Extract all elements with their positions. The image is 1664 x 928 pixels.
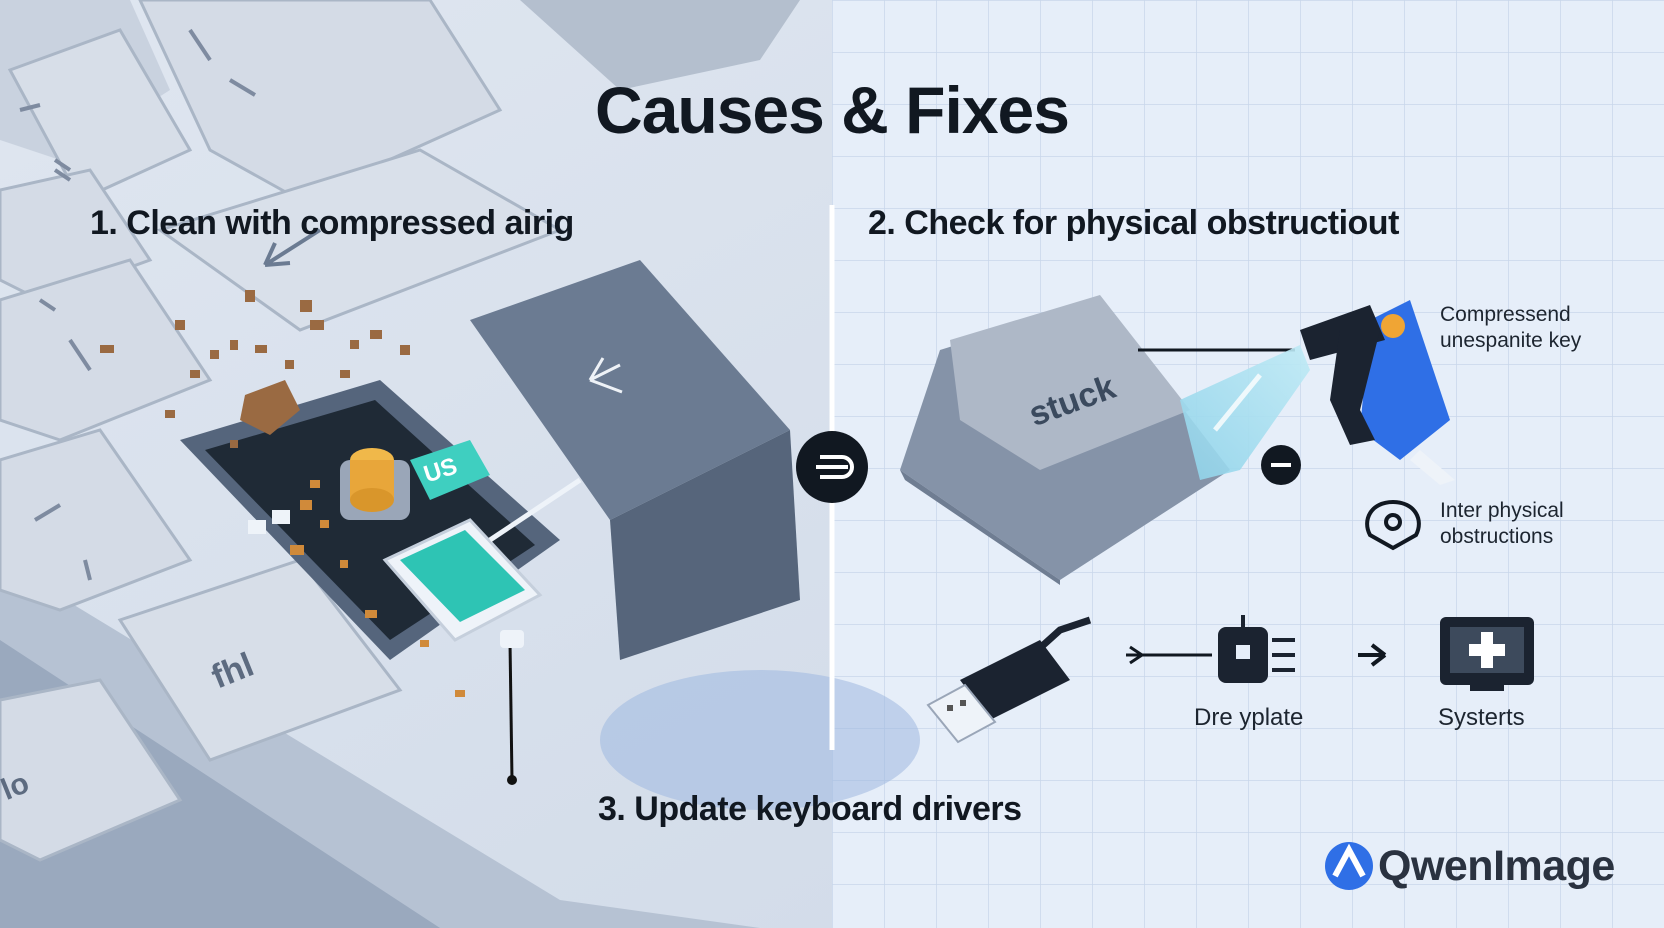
step-3-heading: 3. Update keyboard drivers [598, 790, 1022, 828]
compressed-air-can-icon [1180, 300, 1455, 485]
flow-arrow-2-icon [1358, 643, 1387, 667]
step-1-heading: 1. Clean with compressed airig [90, 204, 574, 242]
brand-name: QwenImage [1378, 842, 1615, 890]
page-title: Causes & Fixes [595, 73, 1070, 147]
spray-callout-line1: Compressend [1440, 303, 1571, 326]
usb-cable-icon [926, 616, 1092, 744]
system-label: Systerts [1438, 704, 1525, 731]
monitor-plus-icon [1440, 617, 1534, 691]
step-2-heading: 2. Check for physical obstructiout [868, 204, 1399, 242]
obstruction-callout-line2: obstructions [1440, 525, 1554, 548]
stuck-key [900, 295, 1230, 585]
obstruction-callout-line1: Inter physical [1440, 499, 1564, 522]
debris-particles [100, 290, 465, 697]
device-label: Dre yplate [1194, 704, 1304, 731]
brand-logo-icon [1325, 842, 1373, 890]
flow-arrow-icon [1126, 645, 1212, 665]
chip-device-icon [1218, 615, 1295, 683]
toggle-icon [816, 455, 854, 479]
airflow-arrow-icon [263, 228, 322, 267]
location-pin-icon [1365, 499, 1421, 551]
spray-callout-line2: unespanite key [1440, 329, 1582, 352]
